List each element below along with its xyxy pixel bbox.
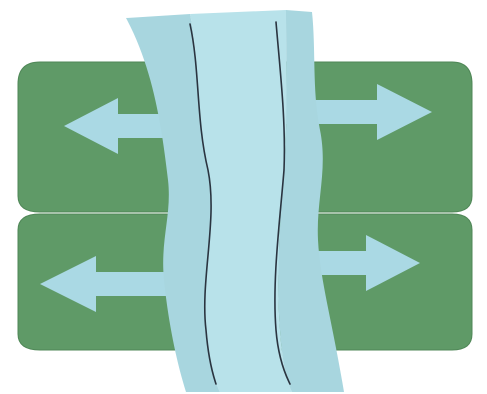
upper-left-arrow (64, 98, 205, 154)
lower-left-arrow (40, 256, 210, 312)
lower-right-arrow (270, 235, 420, 291)
upper-right-arrow (280, 84, 432, 140)
arrows-group (40, 84, 432, 312)
left-crack-line (189, 23, 217, 385)
band-left-strip (126, 14, 220, 392)
band-right-strip (278, 10, 344, 392)
central-band (126, 10, 344, 392)
crack-lines-group (189, 21, 291, 385)
right-crack-line (274, 21, 291, 385)
band-center-strip (190, 10, 292, 392)
